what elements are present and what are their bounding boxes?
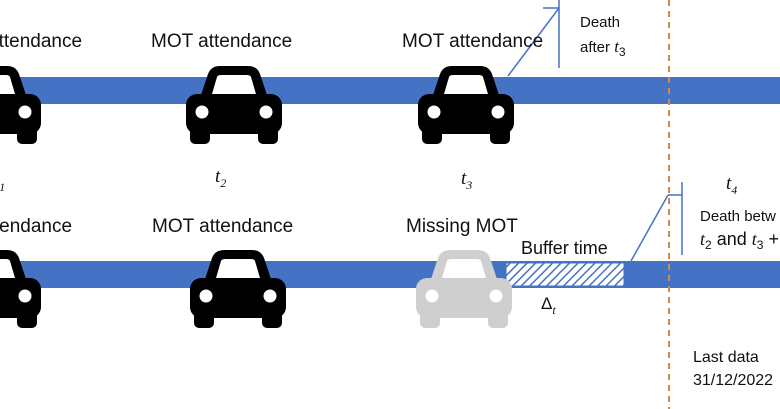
death-callout-top (507, 7, 560, 77)
top-label-3: MOT attendance (402, 31, 543, 52)
last-data-line1: Last data (693, 349, 759, 366)
bottom-label-1: attendance (0, 216, 72, 237)
t1-label: t1 (0, 170, 5, 194)
buffer-time-block (505, 262, 625, 287)
death-top-line1: Death (580, 14, 620, 31)
top-label-2: MOT attendance (151, 31, 292, 52)
buffer-time-label: Buffer time (521, 238, 608, 258)
timeline-top (0, 77, 780, 104)
t2-label: t2 (215, 166, 226, 190)
death-callout-bottom (630, 194, 669, 262)
timeline-bottom (0, 261, 780, 288)
death-top-line2: after t3 (580, 37, 626, 59)
bottom-label-2: MOT attendance (152, 216, 293, 237)
missing-mot-label: Missing MOT (406, 216, 518, 237)
t4-label: t4 (726, 173, 737, 197)
t3-label: t3 (461, 168, 472, 192)
top-label-1: attendance (0, 31, 82, 52)
delta-t-label: Δt (541, 294, 556, 317)
death-bottom-line1: Death betw (700, 208, 776, 225)
last-data-line2: 31/12/2022 (693, 372, 773, 389)
death-bottom-line2: t2 and t3 + (700, 229, 779, 252)
